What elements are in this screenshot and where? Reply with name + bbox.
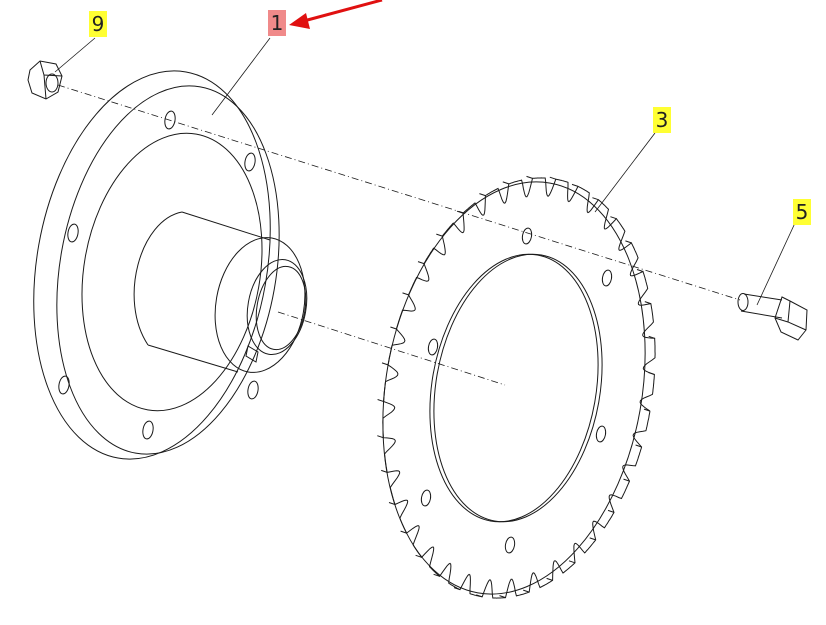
sprocket-tooth-edge [499, 595, 506, 599]
sprocket-tooth-edge [390, 326, 397, 330]
callout-5: 5 [793, 199, 811, 225]
sprocket-tooth-edge [648, 335, 655, 339]
sprocket-tooth-outline [382, 177, 656, 599]
sprocket-tooth-edge [568, 560, 576, 564]
leader-1 [211, 37, 271, 116]
sprocket-tooth-edge [453, 587, 461, 591]
sprocket-tooth-edge [549, 176, 556, 180]
sprocket-tooth-edge [607, 509, 615, 513]
flanged-hub [33, 70, 308, 460]
hex-bolt [737, 293, 808, 341]
sprocket-tooth-edge [476, 594, 483, 598]
sprocket-tooth-edge [592, 197, 599, 201]
sprocket-tooth-edge [377, 399, 384, 402]
sprocket-tooth-edge [502, 181, 509, 185]
sprocket-tooth-edge [377, 435, 384, 439]
callout-5-label: 5 [795, 200, 809, 224]
leader-3 [594, 132, 656, 213]
sprocket-tooth-edge [415, 554, 422, 558]
callout-3-label: 3 [655, 108, 669, 132]
leader-5 [756, 222, 796, 306]
sprocket-bolt-holes [420, 227, 613, 554]
sprocket-tooth-edge [589, 537, 596, 541]
hub-bolt-holes [58, 110, 259, 440]
bolt-axis-line [57, 84, 741, 301]
sprocket-tooth-edge [610, 216, 617, 220]
sprocket-tooth-edge [417, 261, 425, 265]
sprocket-tooth-edge [636, 269, 644, 272]
sprocket-tooth-edge [436, 233, 443, 237]
sprocket-tooth-edge [381, 362, 389, 366]
callout-1: 1 [268, 10, 286, 36]
sprocket-tooth-edge [625, 240, 632, 244]
leader-9 [54, 37, 96, 73]
sprocket-tooth-edge [635, 444, 642, 448]
callout-1-label: 1 [270, 11, 284, 35]
assembly-lines [57, 84, 741, 386]
sprocket-tooth-edge [479, 193, 486, 197]
sprocket-tooth-edge [546, 577, 553, 581]
sprocket-tooth-edge [433, 573, 440, 577]
sprocket-tooth-edge [644, 301, 651, 305]
sprocket-tooth-edge [623, 478, 630, 482]
hex-nut [27, 60, 63, 100]
callout-9-label: 9 [91, 12, 105, 36]
red-arrow [289, 0, 383, 29]
sprocket-tooth-edge [648, 372, 655, 375]
sprocket-tooth-edge [388, 502, 396, 505]
sprocket-tooth-edge [456, 210, 464, 214]
sprocket-tooth-edge [643, 408, 651, 412]
callout-9: 9 [89, 11, 107, 37]
callout-3: 3 [653, 107, 671, 133]
sprocket-tooth-edge [402, 292, 409, 296]
sprocket-teeth [377, 175, 656, 599]
sprocket-tooth-edge [523, 589, 530, 593]
sprocket-tooth-edge [381, 469, 388, 473]
sprocket [377, 175, 656, 599]
sprocket-tooth-edge [526, 175, 533, 179]
hub-axis-line [277, 311, 506, 386]
sprocket-tooth-edge [571, 183, 579, 187]
leader-lines [54, 37, 796, 306]
sprocket-tooth-edge [400, 530, 407, 534]
